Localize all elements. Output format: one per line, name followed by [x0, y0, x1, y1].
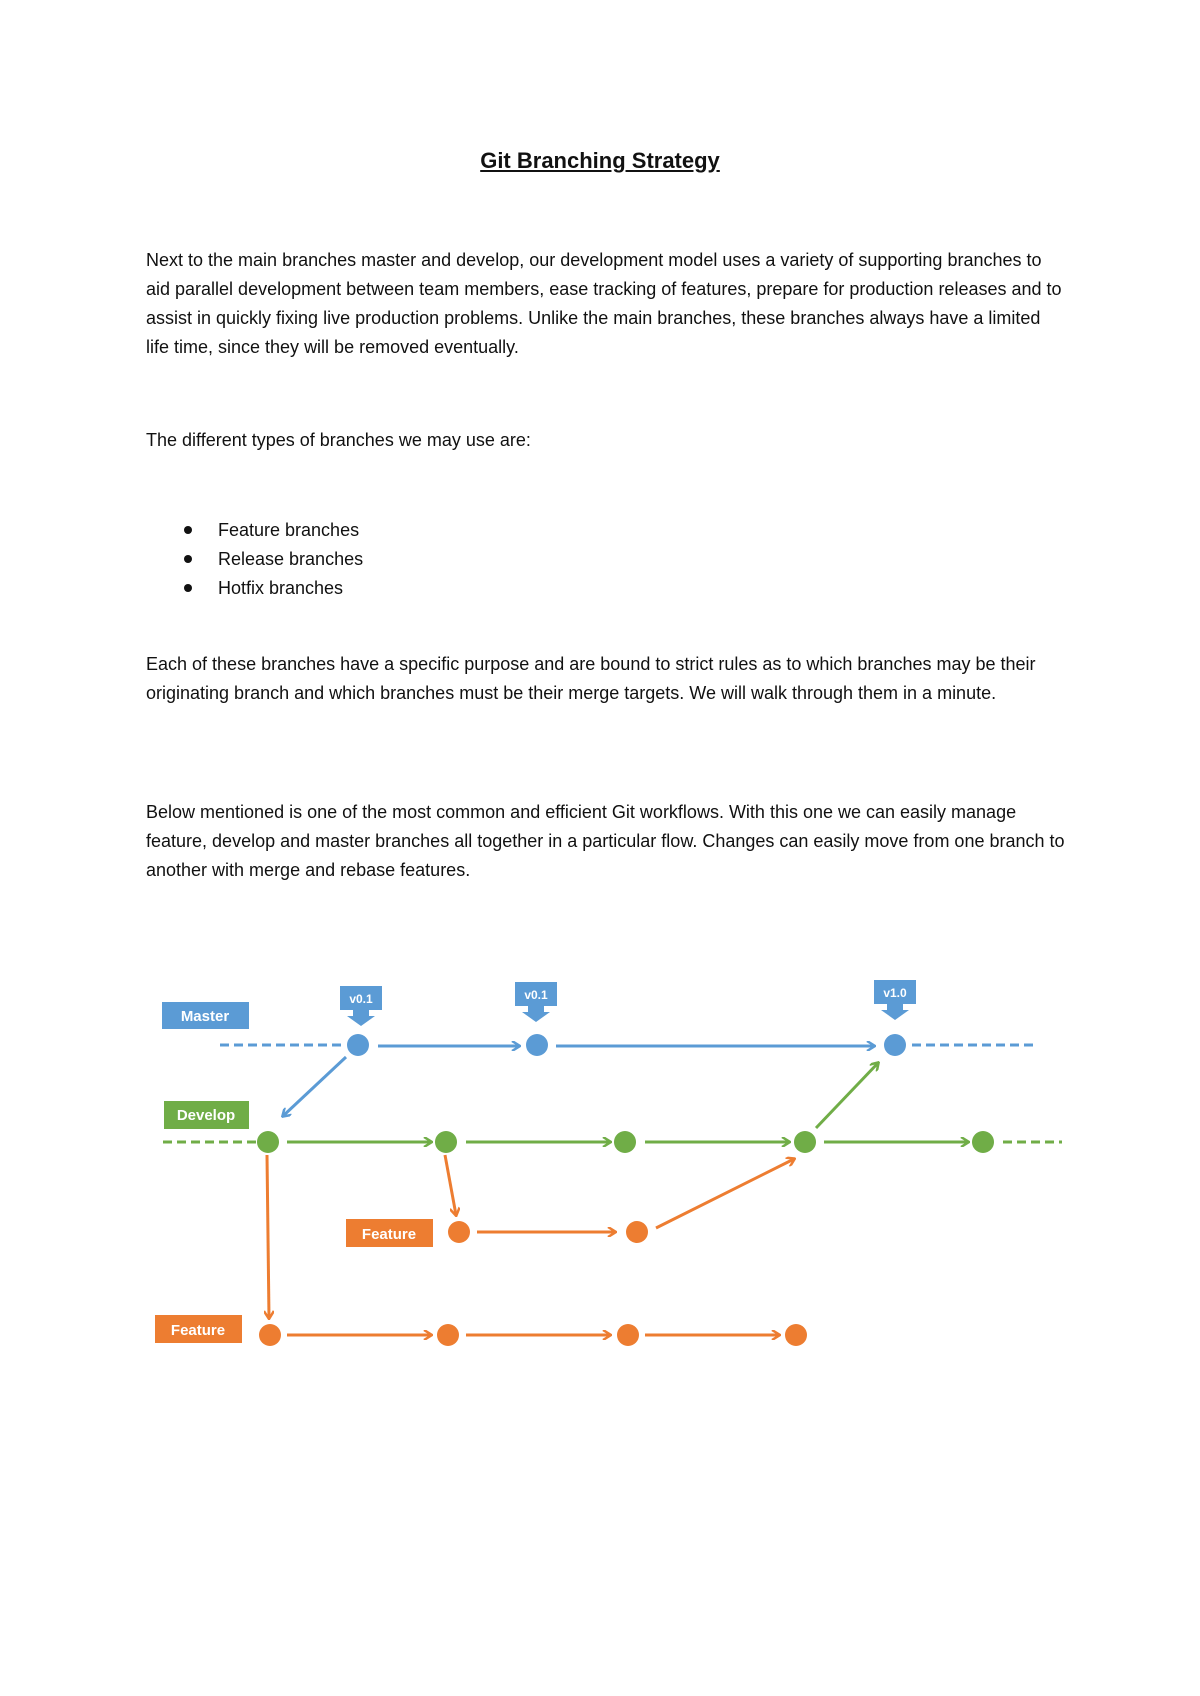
feature-commit — [259, 1324, 281, 1346]
develop-to-feature-arrow — [443, 1154, 456, 1215]
tag-label: v0.1 — [349, 992, 373, 1006]
feature-commit — [785, 1324, 807, 1346]
feature-branch-upper: Feature — [346, 1219, 648, 1247]
develop-commit — [257, 1131, 279, 1153]
feature-label: Feature — [362, 1226, 416, 1243]
version-tag: v0.1 — [340, 986, 382, 1026]
develop-commit — [972, 1131, 994, 1153]
git-flow-diagram: Master v0.1 v0.1 v1.0 Develop — [155, 980, 1062, 1346]
develop-commit — [794, 1131, 816, 1153]
feature-commit — [437, 1324, 459, 1346]
master-commit — [884, 1034, 906, 1056]
list-item: Feature branches — [146, 516, 363, 545]
master-commit — [347, 1034, 369, 1056]
feature-label: Feature — [171, 1322, 225, 1339]
feature-label-box — [346, 1219, 433, 1247]
branch-types-intro: The different types of branches we may u… — [146, 430, 531, 450]
list-item: Hotfix branches — [146, 574, 363, 603]
develop-label-box — [164, 1101, 249, 1129]
master-label-box — [162, 1002, 249, 1029]
list-item: Release branches — [146, 545, 363, 574]
master-label: Master — [181, 1008, 230, 1025]
feature-commit — [626, 1221, 648, 1243]
develop-commit — [614, 1131, 636, 1153]
feature-to-develop-arrow — [655, 1159, 794, 1230]
develop-branch: Develop — [163, 1101, 1062, 1153]
branch-types-list: Feature branches Release branches Hotfix… — [146, 516, 363, 603]
feature-commit — [448, 1221, 470, 1243]
feature-branch-lower: Feature — [155, 1315, 807, 1346]
workflow-paragraph: Below mentioned is one of the most commo… — [146, 802, 1065, 880]
page-title: Git Branching Strategy — [480, 148, 720, 173]
develop-to-feature-arrow — [267, 1154, 269, 1318]
intro-paragraph: Next to the main branches master and dev… — [146, 250, 1062, 357]
master-branch: Master v0.1 v0.1 v1.0 — [162, 980, 1035, 1056]
version-tag: v1.0 — [874, 980, 916, 1020]
feature-label-box — [155, 1315, 242, 1343]
develop-label: Develop — [177, 1107, 235, 1124]
version-tag: v0.1 — [515, 982, 557, 1022]
rules-paragraph: Each of these branches have a specific p… — [146, 654, 1036, 703]
tag-label: v0.1 — [524, 988, 548, 1002]
feature-commit — [617, 1324, 639, 1346]
develop-to-master-arrow — [814, 1063, 878, 1130]
master-to-develop-arrow — [283, 1055, 348, 1116]
tag-label: v1.0 — [883, 986, 907, 1000]
master-commit — [526, 1034, 548, 1056]
develop-commit — [435, 1131, 457, 1153]
